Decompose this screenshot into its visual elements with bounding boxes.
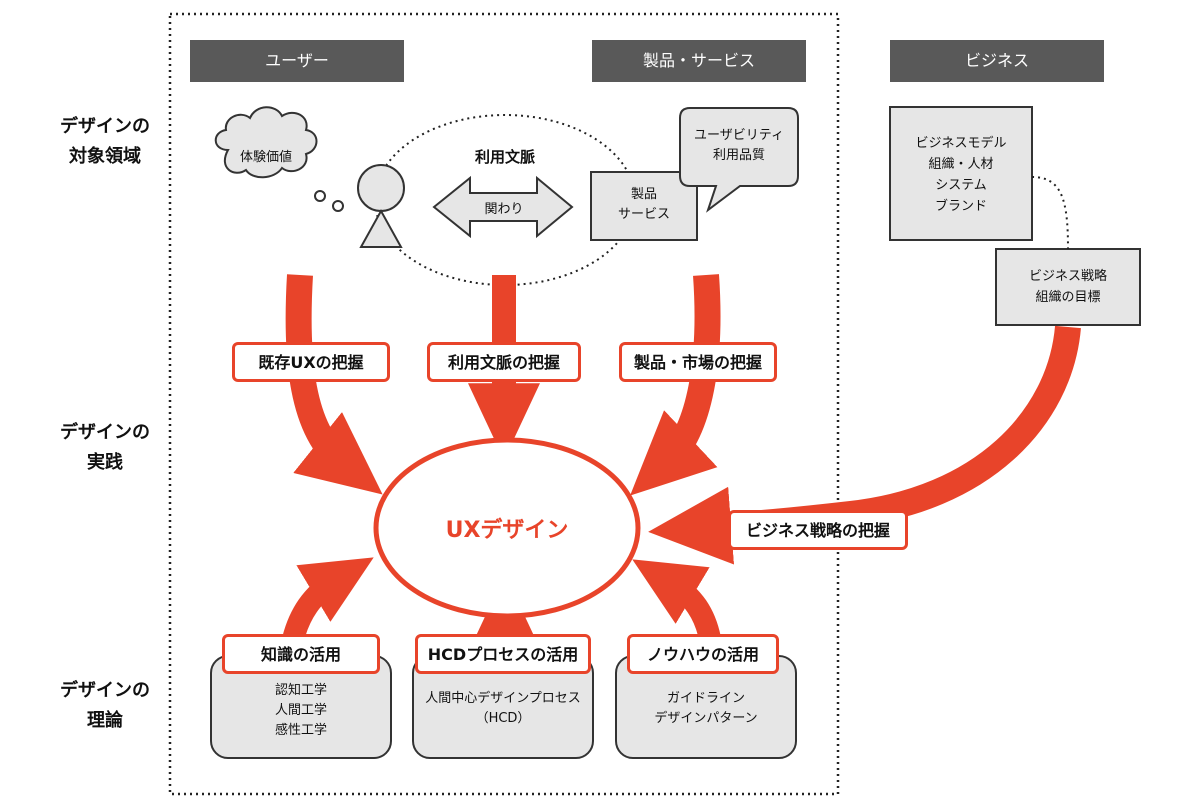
theory-line: 認知工学 [274, 683, 327, 698]
business-line: ビジネス戦略 [1028, 269, 1107, 284]
business-model-label: ビジネスモデル 組織・人材 システム ブランド [890, 133, 1032, 217]
business-line: ブランド [934, 199, 987, 214]
product-service-label: 製品 サービス [591, 185, 697, 225]
product-line: サービス [617, 207, 670, 222]
label-grasp-usage-context: 利用文脈の把握 [427, 342, 581, 382]
business-line: ビジネスモデル [915, 136, 1007, 151]
user-person-icon [357, 164, 405, 248]
arrow-product-market [630, 274, 721, 496]
business-strategy-box [995, 248, 1141, 326]
business-strategy-label: ビジネス戦略 組織の目標 [996, 266, 1140, 308]
relation-double-arrow [432, 175, 574, 239]
row-label-line: デザインの [60, 680, 150, 701]
label-hcd-process-use: HCDプロセスの活用 [415, 634, 591, 674]
row-label-target-area: デザインの 対象領域 [40, 112, 170, 172]
label-knowledge-use: 知識の活用 [222, 634, 380, 674]
theory-lines: 人間中心デザインプロセス （HCD） [414, 689, 592, 729]
row-label-line: 実践 [87, 452, 123, 473]
theory-lines: ガイドライン デザインパターン [617, 689, 795, 729]
row-label-line: 対象領域 [69, 146, 141, 167]
theory-line: 人間工学 [274, 703, 327, 718]
column-header-business: ビジネス [890, 40, 1104, 82]
usability-speech-bubble [679, 107, 799, 213]
relation-label: 関わり [484, 202, 524, 217]
row-label-practice: デザインの 実践 [40, 418, 170, 478]
theory-line: （HCD） [475, 711, 531, 726]
business-line: 組織・人材 [928, 157, 994, 172]
theory-line: ガイドライン [666, 691, 745, 706]
column-header-product: 製品・サービス [592, 40, 806, 82]
theory-line: 感性工学 [274, 723, 327, 738]
business-line: システム [935, 178, 987, 193]
product-line: 製品 [630, 187, 657, 202]
theory-line: 人間中心デザインプロセス [425, 691, 581, 706]
usability-line: 利用品質 [712, 148, 765, 163]
label-grasp-business-strategy: ビジネス戦略の把握 [728, 510, 908, 550]
product-service-box [590, 171, 698, 241]
thought-cloud-icon [214, 106, 344, 212]
scope-frame [168, 12, 840, 796]
theory-line: デザインパターン [654, 711, 758, 726]
business-connector [1031, 176, 1069, 250]
experience-value-label: 体験価値 [239, 150, 292, 165]
ux-design-ellipse [373, 437, 641, 619]
usability-label: ユーザビリティ 利用品質 [680, 126, 798, 166]
usage-context-label: 利用文脈 [474, 148, 535, 166]
row-label-theory: デザインの 理論 [40, 676, 170, 736]
row-label-line: デザインの [60, 116, 150, 137]
label-grasp-existing-ux: 既存UXの把握 [232, 342, 390, 382]
usability-line: ユーザビリティ [694, 128, 784, 143]
arrow-existing-ux [285, 274, 383, 495]
column-header-user: ユーザー [190, 40, 404, 82]
label-grasp-product-market: 製品・市場の把握 [619, 342, 777, 382]
label-knowhow-use: ノウハウの活用 [627, 634, 779, 674]
ux-design-center-label: UXデザイン [445, 518, 569, 543]
business-line: 組織の目標 [1035, 290, 1101, 305]
theory-lines: 認知工学 人間工学 感性工学 [212, 681, 390, 741]
row-label-line: 理論 [87, 710, 123, 731]
business-model-box [889, 106, 1033, 241]
row-label-line: デザインの [60, 422, 150, 443]
